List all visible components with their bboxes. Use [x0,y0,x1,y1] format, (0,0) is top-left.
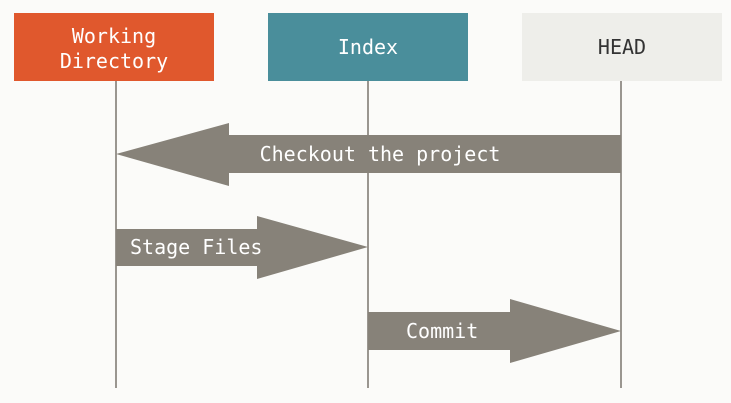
stage-files-arrow: Stage Files [116,216,368,279]
checkout-arrow-label: Checkout the project [260,142,501,166]
commit-arrow-label: Commit [406,319,478,343]
commit-arrow-shape [368,299,621,363]
stage-files-arrow-label: Stage Files [130,235,262,259]
index-label: Index [338,35,398,59]
checkout-arrow-shape [116,123,621,186]
head-box: HEAD [522,13,722,81]
working-directory-label-line2: Directory [60,49,168,73]
index-box: Index [268,13,468,81]
head-label: HEAD [598,35,646,59]
working-directory-box: Working Directory [14,13,214,81]
working-directory-box-bg [14,13,214,81]
commit-arrow: Commit [368,299,621,363]
checkout-arrow: Checkout the project [116,123,621,186]
working-directory-label-line1: Working [72,24,156,48]
index-box-bg [268,13,468,81]
head-box-bg [522,13,722,81]
stage-files-arrow-shape [116,216,368,279]
